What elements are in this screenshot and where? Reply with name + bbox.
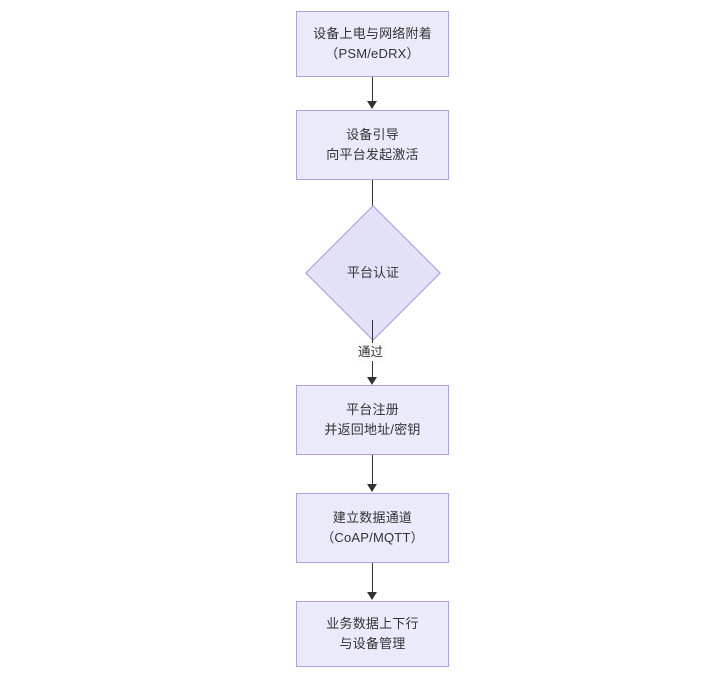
node-power-on-line-1: 设备上电与网络附着 (313, 26, 432, 41)
edge-power-on-to-bootstrap-line (372, 77, 373, 102)
node-platform-register-line-1: 平台注册 (346, 402, 399, 417)
node-business-data[interactable]: 业务数据上下行 与设备管理 (296, 601, 449, 667)
edge-bootstrap-to-auth-line (372, 180, 373, 218)
edge-register-to-channel-arrow (367, 484, 377, 492)
node-data-channel-line-2: （CoAP/MQTT） (321, 530, 424, 545)
edge-channel-to-business-line (372, 563, 373, 593)
node-bootstrap-line-1: 设备引导 (346, 127, 399, 142)
edge-register-to-channel-line (372, 455, 373, 485)
edge-auth-to-register-label: 通过 (356, 343, 386, 361)
edge-power-on-to-bootstrap-arrow (367, 101, 377, 109)
node-platform-register-line-2: 并返回地址/密钥 (324, 422, 421, 437)
node-data-channel-line-1: 建立数据通道 (332, 510, 413, 525)
node-power-on-line-2: （PSM/eDRX） (325, 46, 420, 61)
node-platform-auth-label: 平台认证 (346, 265, 399, 280)
node-bootstrap-line-2: 向平台发起激活 (326, 147, 419, 162)
edge-channel-to-business-arrow (367, 592, 377, 600)
node-bootstrap[interactable]: 设备引导 向平台发起激活 (296, 110, 449, 180)
node-power-on[interactable]: 设备上电与网络附着 （PSM/eDRX） (296, 11, 449, 77)
edge-auth-to-register-arrow (367, 377, 377, 385)
node-business-data-line-2: 与设备管理 (339, 636, 406, 651)
node-business-data-line-1: 业务数据上下行 (326, 616, 419, 631)
node-data-channel[interactable]: 建立数据通道 （CoAP/MQTT） (296, 493, 449, 563)
node-platform-register[interactable]: 平台注册 并返回地址/密钥 (296, 385, 449, 455)
